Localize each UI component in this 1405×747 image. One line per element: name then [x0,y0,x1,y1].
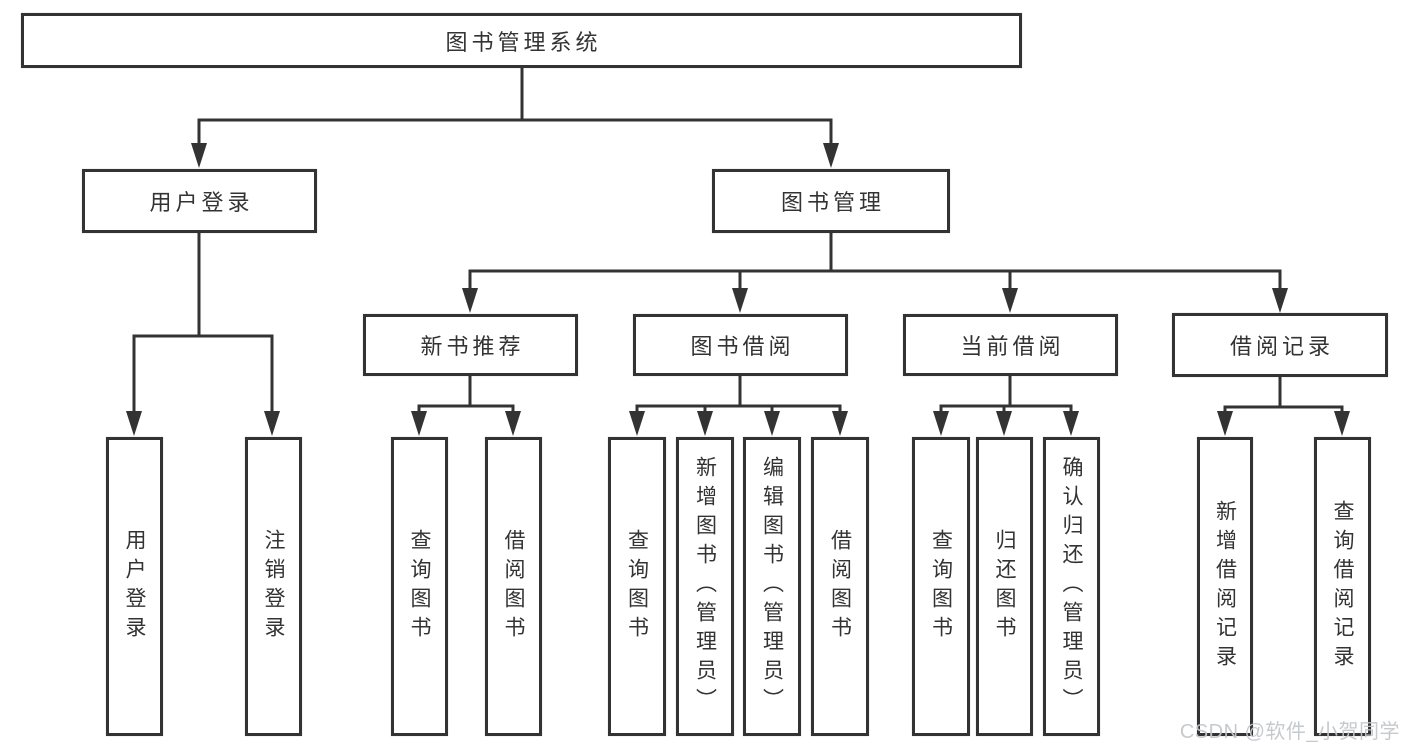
node-label: 归还图书 [993,528,1016,645]
connector-borrow-records-split [1217,375,1350,436]
connector-line [468,231,1282,292]
node-user-login: 用户登录 [82,169,317,233]
leaf-edit-books-admin: 编辑图书（管理员） [743,437,801,736]
arrowhead [191,143,207,168]
arrowhead [832,411,848,436]
connector-new-book-split [411,374,521,436]
connector-current-borrow-split [933,374,1079,436]
leaf-borrow-books: 借阅图书 [811,437,869,736]
arrowhead [411,411,427,436]
leaf-query-borrow-record: 查询借阅记录 [1314,437,1371,736]
node-label: 新书推荐 [420,334,525,359]
node-book-management: 图书管理 [712,169,950,233]
arrowhead [1334,411,1350,436]
leaf-user-login: 用户登录 [106,437,163,736]
arrowhead [462,288,478,313]
arrowhead [823,143,839,168]
connector-line [939,374,1073,415]
connector-line [635,374,842,415]
arrowhead [1002,288,1018,313]
node-new-book-recommend: 新书推荐 [363,314,578,376]
node-label: 新增借阅记录 [1213,499,1237,674]
connector-line [417,374,515,415]
node-label: 借阅记录 [1229,334,1334,359]
node-label: 图书管理 [780,190,885,215]
arrowhead [505,411,521,436]
connector-root-split [191,64,839,168]
node-label: 用户登录 [149,190,254,215]
arrowhead [764,411,780,436]
leaf-borrow-books-recommend: 借阅图书 [485,437,542,736]
node-label: 借阅图书 [502,528,525,645]
node-system-root: 图书管理系统 [21,13,1022,68]
connector-book-borrow-split [629,374,848,436]
node-borrow-records: 借阅记录 [1172,313,1388,377]
arrowhead [996,411,1012,436]
csdn-watermark: CSDN @软件_小贺同学 [1179,721,1400,743]
arrowhead [732,288,748,313]
leaf-query-books-borrowing: 查询图书 [608,437,666,736]
node-label: 查询图书 [625,528,649,645]
node-label: 注销登录 [262,528,285,645]
node-label: 图书借阅 [690,334,795,359]
node-label: 图书管理系统 [445,29,602,55]
node-label: 查询图书 [408,528,431,645]
connector-line [197,64,833,148]
node-label: 新增图书（管理员） [693,456,717,717]
connector-book-mgmt-split [462,231,1288,313]
node-label: 用户登录 [123,528,146,645]
leaf-add-borrow-record: 新增借阅记录 [1197,437,1253,736]
leaf-query-books-recommend: 查询图书 [391,437,448,736]
arrowhead [126,411,142,436]
arrowhead [933,411,949,436]
connector-user-login-split [126,230,280,436]
node-label: 查询图书 [929,528,953,645]
node-label: 编辑图书（管理员） [760,456,784,717]
node-label: 确认归还（管理员） [1060,456,1083,717]
leaf-confirm-return-admin: 确认归还（管理员） [1043,437,1100,736]
arrowhead [1217,411,1233,436]
node-label: 当前借阅 [960,334,1065,359]
leaf-query-books-current: 查询图书 [912,437,970,736]
connector-line [1223,375,1344,416]
leaf-return-books: 归还图书 [976,437,1033,736]
arrowhead [264,411,280,436]
arrowhead [1063,411,1079,436]
arrowhead [697,411,713,436]
node-label: 查询借阅记录 [1331,499,1354,674]
connector-line [132,230,274,415]
node-current-borrowing: 当前借阅 [903,314,1118,376]
node-book-borrowing: 图书借阅 [633,314,848,376]
leaf-logout: 注销登录 [245,437,302,736]
node-label: 借阅图书 [828,528,852,645]
leaf-add-books-admin: 新增图书（管理员） [676,437,734,736]
arrowhead [1272,288,1288,313]
arrowhead [629,411,645,436]
